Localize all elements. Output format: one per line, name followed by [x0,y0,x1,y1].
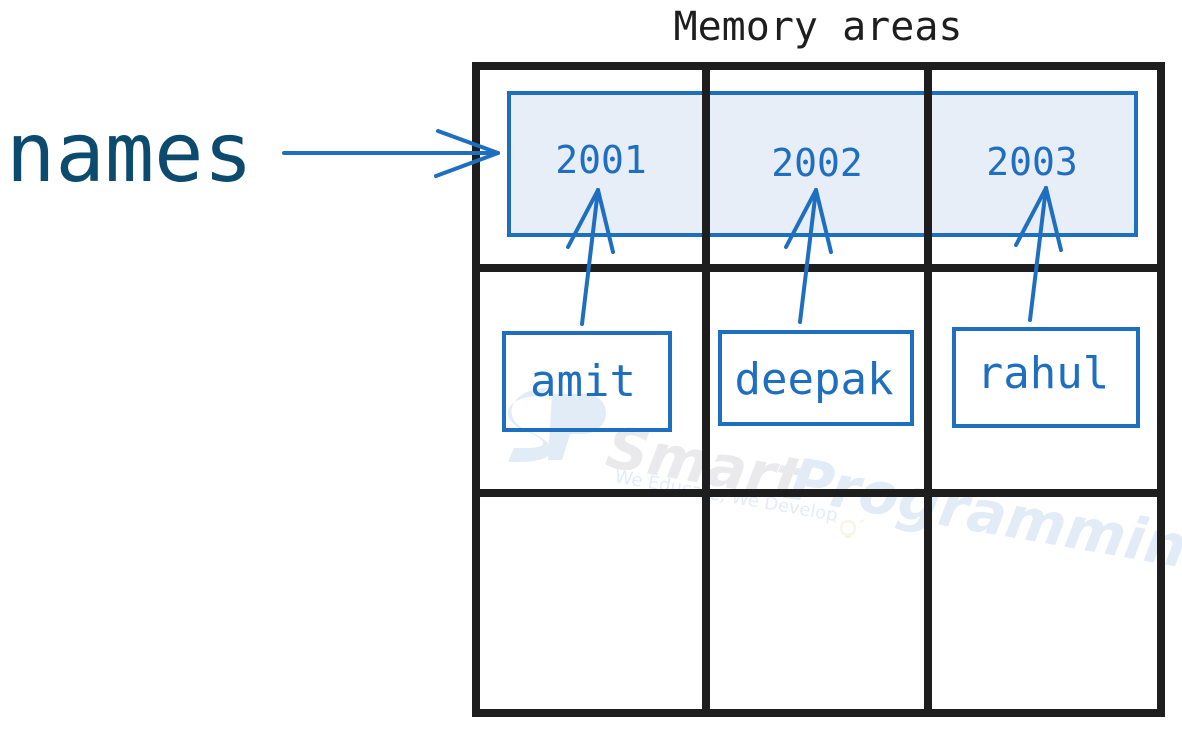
value-2: rahul [977,348,1109,399]
reference-arrows [566,186,1063,326]
watermark-logo-icon [507,388,607,462]
value-1: deepak [735,354,894,405]
value-box-2-frame [952,327,1140,428]
address-1: 2002 [771,141,863,185]
value-box-0: amit [502,331,672,432]
diagram-title: Memory areas [674,4,963,50]
reference-arrow-0 [566,188,615,326]
address-0: 2001 [555,138,647,182]
value-box-1: deepak [718,330,914,426]
variable-label: names [6,106,253,201]
address-2: 2003 [986,140,1078,184]
watermark: Smart Programming We Educate, We Develop [507,388,1182,589]
value-box-0-frame [502,331,672,432]
value-box-2: rahul [952,327,1140,428]
value-box-1-frame [718,330,914,426]
variable-arrow [282,129,500,178]
value-0: amit [530,356,636,407]
watermark-brand-programming: Programming [786,445,1182,589]
memory-grid-border [472,62,1165,717]
reference-arrow-2 [1014,186,1063,322]
lightbulb-icon [831,519,865,538]
reference-arrow-1 [784,188,833,324]
